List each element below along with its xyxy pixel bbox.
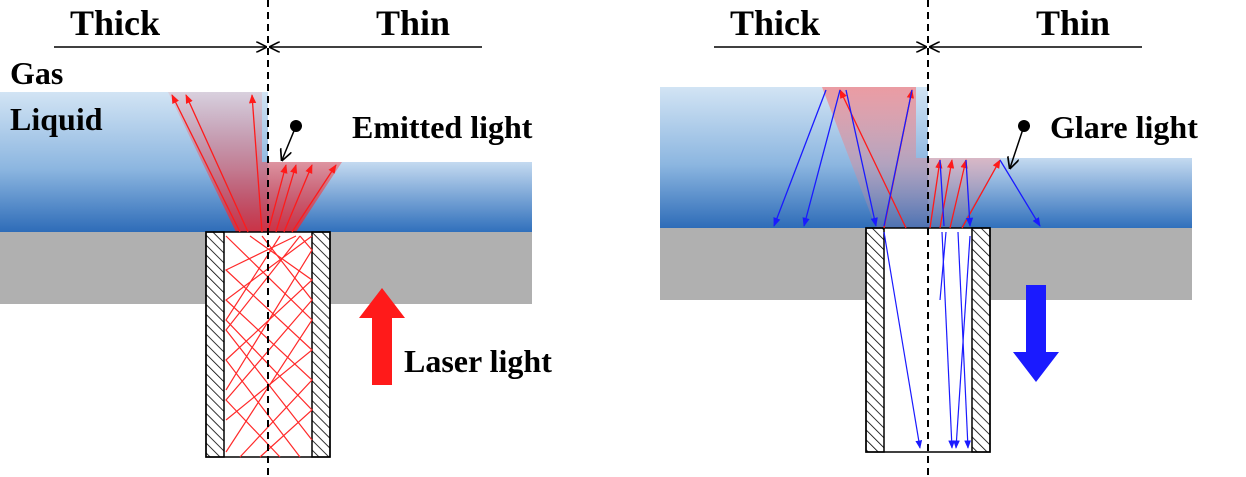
glare-light-label: Glare light (1050, 109, 1198, 145)
right-thin-label: Thin (1036, 3, 1110, 43)
glare-arrow-icon (1013, 285, 1059, 382)
glare-blue-rays (773, 89, 1041, 227)
laser-light-label: Laser light (404, 343, 552, 379)
fiber-cladding-left (205, 231, 225, 458)
emitted-pointer-line (282, 125, 297, 160)
glare-light-glow (822, 87, 1000, 228)
fiber-cladding-right (971, 227, 991, 453)
emitted-light-label: Emitted light (352, 109, 533, 145)
right-thick-label: Thick (730, 3, 820, 43)
glare-pointer-line (1010, 125, 1025, 168)
emitted-light-rays (171, 94, 337, 233)
gas-label: Gas (10, 55, 63, 91)
right-panel: Thick Thin Glare light (660, 0, 1198, 477)
left-panel: Thick Thin Gas Liquid Emitted light Lase… (0, 0, 552, 477)
fiber-glare-rays (883, 231, 972, 449)
fiber-cladding-left (865, 227, 885, 453)
liquid-label: Liquid (10, 101, 103, 137)
fiber-cladding-right (311, 231, 331, 458)
laser-arrow-icon (359, 288, 405, 385)
left-thick-label: Thick (70, 3, 160, 43)
left-thin-label: Thin (376, 3, 450, 43)
